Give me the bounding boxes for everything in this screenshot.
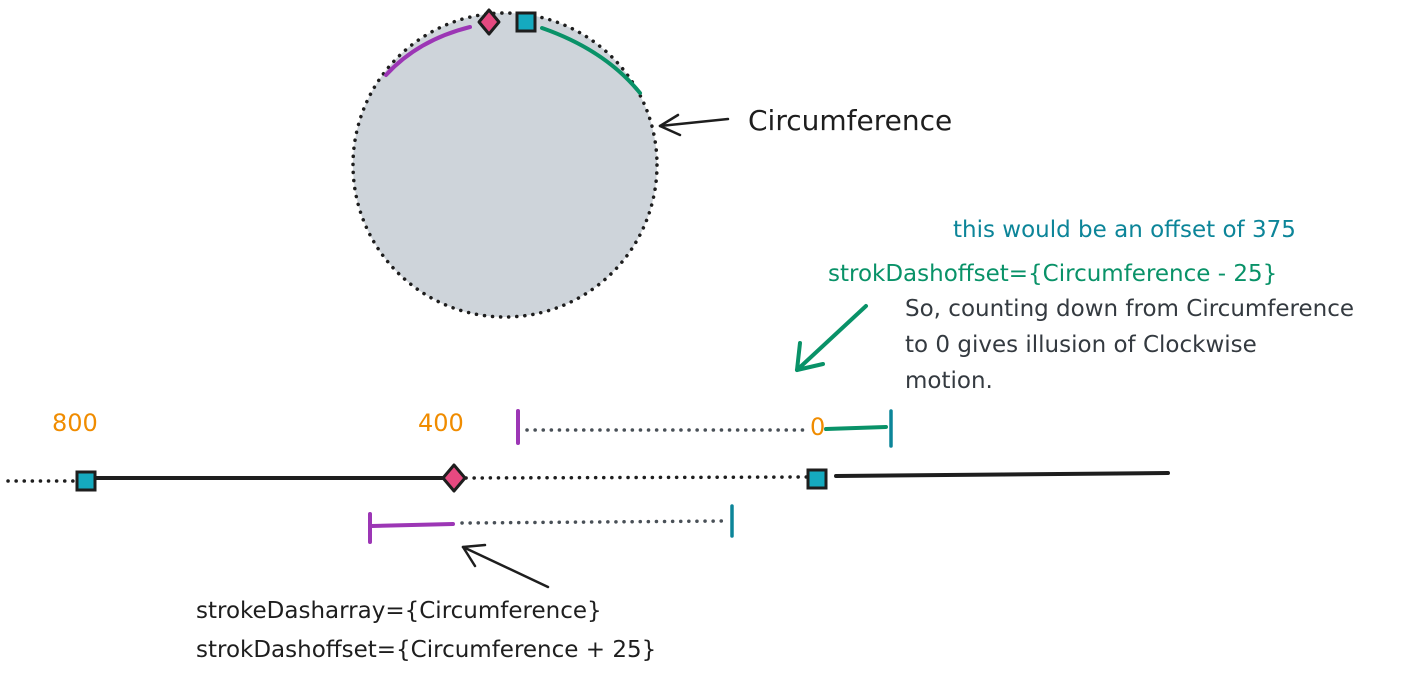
note-line-1: So, counting down from Circumference <box>905 296 1354 322</box>
teal-square-marker-icon <box>806 468 828 490</box>
lower-arrow-icon <box>461 543 550 589</box>
green-arrow-icon <box>795 304 868 372</box>
teal-square-marker-icon <box>515 11 537 33</box>
note-line-3: motion. <box>905 368 993 394</box>
circumference-arrow-icon <box>658 113 730 137</box>
stroke-dasharray-label: strokeDasharray={Circumference} <box>196 598 602 624</box>
number-400: 400 <box>418 409 464 437</box>
circumference-label: Circumference <box>748 104 952 137</box>
pink-diamond-marker-icon <box>441 463 467 493</box>
upper-dash-segment <box>516 409 893 448</box>
number-0: 0 <box>810 413 825 441</box>
purple-arc <box>384 25 472 77</box>
strok-dashoffset-plus-label: strokDashoffset={Circumference + 25} <box>196 637 656 663</box>
strok-dashoffset-minus-label: strokDashoffset={Circumference - 25} <box>828 261 1277 287</box>
note-line-2: to 0 gives illusion of Clockwise <box>905 332 1257 358</box>
gray-circle <box>351 11 659 319</box>
green-arc <box>540 26 642 95</box>
offset-375-note: this would be an offset of 375 <box>953 217 1296 243</box>
lower-dash-segment <box>368 504 734 544</box>
number-800: 800 <box>52 409 98 437</box>
pink-diamond-marker-icon <box>477 8 501 36</box>
circle-group <box>351 8 659 319</box>
teal-square-marker-icon <box>75 470 97 492</box>
unrolled-line <box>6 463 1170 493</box>
